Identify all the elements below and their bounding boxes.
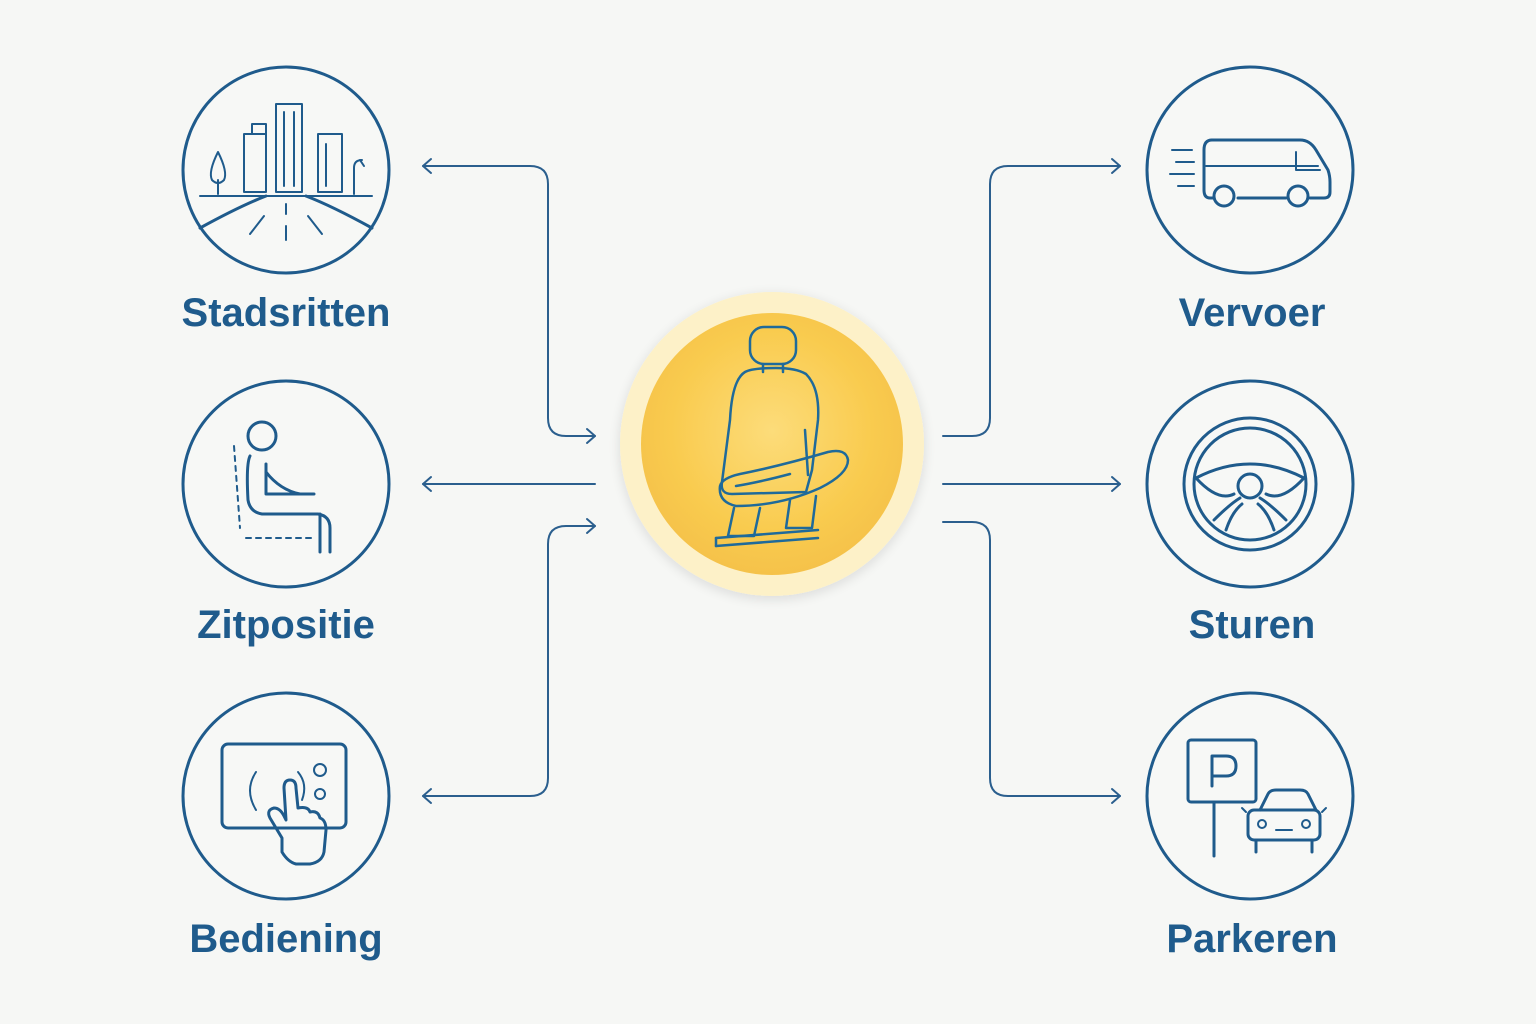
sturen-ring [1145,379,1355,589]
center-disc [641,313,903,575]
stadsritten-ring [181,65,391,275]
touch-control-panel-icon [220,742,348,866]
connector-parkeren [942,521,1121,804]
steering-wheel-icon [1182,416,1318,552]
node-zitpositie: Zitpositie [181,379,391,647]
parking-sign-car-icon [1186,738,1327,858]
label-bediening: Bediening [189,917,382,961]
label-parkeren: Parkeren [1166,917,1337,961]
node-stadsritten: Stadsritten [181,65,391,335]
label-sturen: Sturen [1189,603,1316,647]
connector-bediening [422,518,596,804]
connector-stadsritten [422,158,596,444]
label-zitpositie: Zitpositie [197,603,375,647]
node-bediening: Bediening [181,691,391,961]
node-vervoer: Vervoer [1145,65,1355,335]
vervoer-ring [1145,65,1355,275]
label-vervoer: Vervoer [1179,291,1326,335]
connector-zitpositie [422,476,596,492]
node-sturen: Sturen [1145,379,1355,647]
center-node [620,292,924,596]
car-seat-icon [714,325,850,548]
node-parkeren: Parkeren [1145,691,1355,961]
seated-person-icon [233,420,332,554]
label-stadsritten: Stadsritten [182,291,391,335]
parkeren-ring [1145,691,1355,901]
city-road-icon [198,103,374,241]
zitpositie-ring [181,379,391,589]
van-icon [1169,138,1332,208]
connector-sturen [942,476,1121,492]
connector-vervoer [942,158,1121,437]
